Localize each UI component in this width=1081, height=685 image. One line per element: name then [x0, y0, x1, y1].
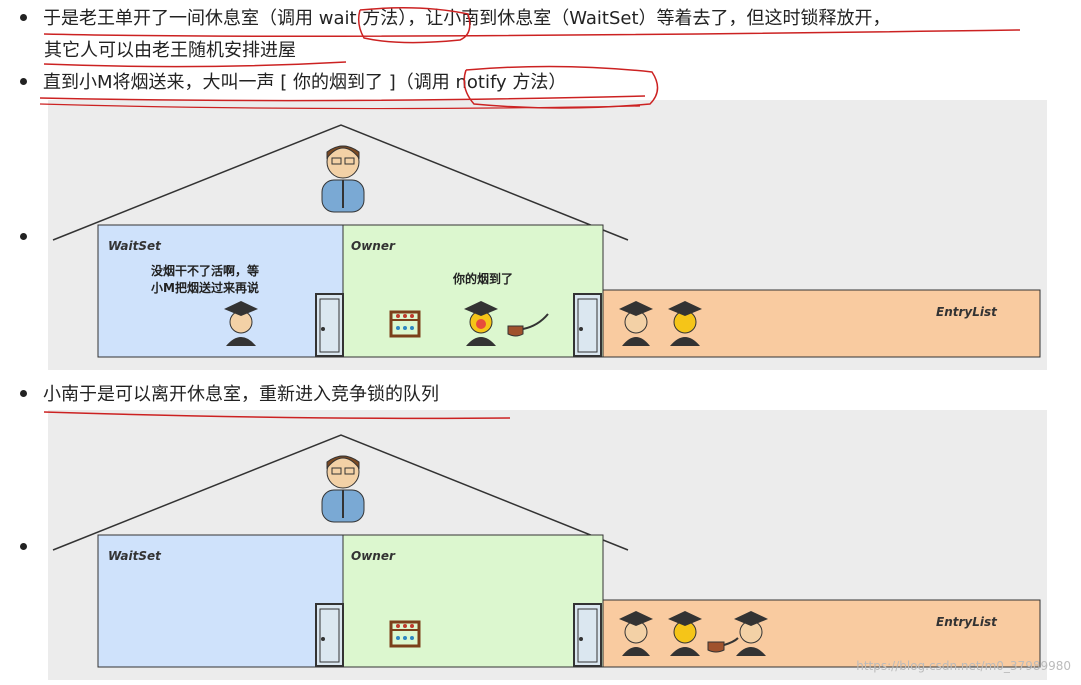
- entrylist-label: EntryList: [936, 615, 998, 629]
- bullet-dot: [20, 13, 27, 21]
- owner-label: Owner: [351, 239, 396, 253]
- pipe-icon: [707, 637, 739, 653]
- owner-person-icon: [321, 455, 365, 523]
- roof: [52, 434, 629, 551]
- abacus-icon: [389, 310, 421, 338]
- owner-note: 你的烟到了: [452, 271, 513, 286]
- waitset-room: [97, 534, 344, 668]
- bullet-reenter: 小南于是可以离开休息室，重新进入竞争锁的队列: [20, 382, 439, 408]
- bullet-dot-diagram1: [20, 233, 27, 240]
- entrylist-label: EntryList: [936, 305, 998, 319]
- owner-door-icon: [573, 293, 602, 357]
- owner-door-icon: [573, 603, 602, 667]
- entry-student-boy-icon: [668, 301, 702, 346]
- bullet-notify: 直到小M将烟送来，大叫一声 [ 你的烟到了 ]（调用 notify 方法）: [20, 70, 566, 96]
- bullet-wait: 于是老王单开了一间休息室（调用 wait 方法），让小南到休息室（WaitSet…: [20, 6, 891, 32]
- owner-label: Owner: [351, 549, 396, 563]
- waitset-note-line1: 没烟干不了活啊，等: [151, 263, 259, 278]
- waitset-door-icon: [315, 293, 344, 357]
- waitset-label: WaitSet: [108, 239, 162, 253]
- entrylist-area: [602, 289, 1041, 358]
- entry-student-boy-icon: [668, 611, 702, 656]
- bullet-reenter-text: 小南于是可以离开休息室，重新进入竞争锁的队列: [43, 384, 439, 405]
- bullet-notify-text: 直到小M将烟送来，大叫一声 [ 你的烟到了 ]（调用 notify 方法）: [43, 72, 567, 93]
- entry-student-girl-icon: [619, 611, 653, 656]
- bullet-wait-text: 于是老王单开了一间休息室（调用 wait 方法），让小南到休息室（WaitSet…: [43, 8, 891, 29]
- bullet-dot: [20, 389, 27, 397]
- bullet-dot: [20, 77, 27, 85]
- waiting-student-icon: [224, 301, 258, 346]
- owner-room: [342, 224, 604, 358]
- pipe-icon: [507, 313, 549, 337]
- waitset-door-icon: [315, 603, 344, 667]
- entrylist-area: [602, 599, 1041, 668]
- abacus-icon: [389, 620, 421, 648]
- entry-student-xiaonan-icon: [734, 611, 768, 656]
- notifier-student-icon: [464, 301, 498, 346]
- monitor-diagram-notify: WaitSet Owner EntryList 没烟干不了活啊，等 小M把烟送过…: [48, 100, 1047, 370]
- entry-student-girl-icon: [619, 301, 653, 346]
- footer-watermark: https://blog.csdn.net/m0_37989980: [856, 659, 1071, 673]
- waitset-room: [97, 224, 344, 358]
- waitset-note-line2: 小M把烟送过来再说: [151, 280, 259, 295]
- monitor-diagram-reenter: WaitSet Owner EntryList: [48, 410, 1047, 680]
- bullet-dot-diagram2: [20, 543, 27, 550]
- roof: [52, 124, 629, 241]
- waitset-label: WaitSet: [108, 549, 162, 563]
- bullet-wait-continued: 其它人可以由老王随机安排进屋: [44, 40, 296, 61]
- owner-room: [342, 534, 604, 668]
- owner-person-icon: [321, 145, 365, 213]
